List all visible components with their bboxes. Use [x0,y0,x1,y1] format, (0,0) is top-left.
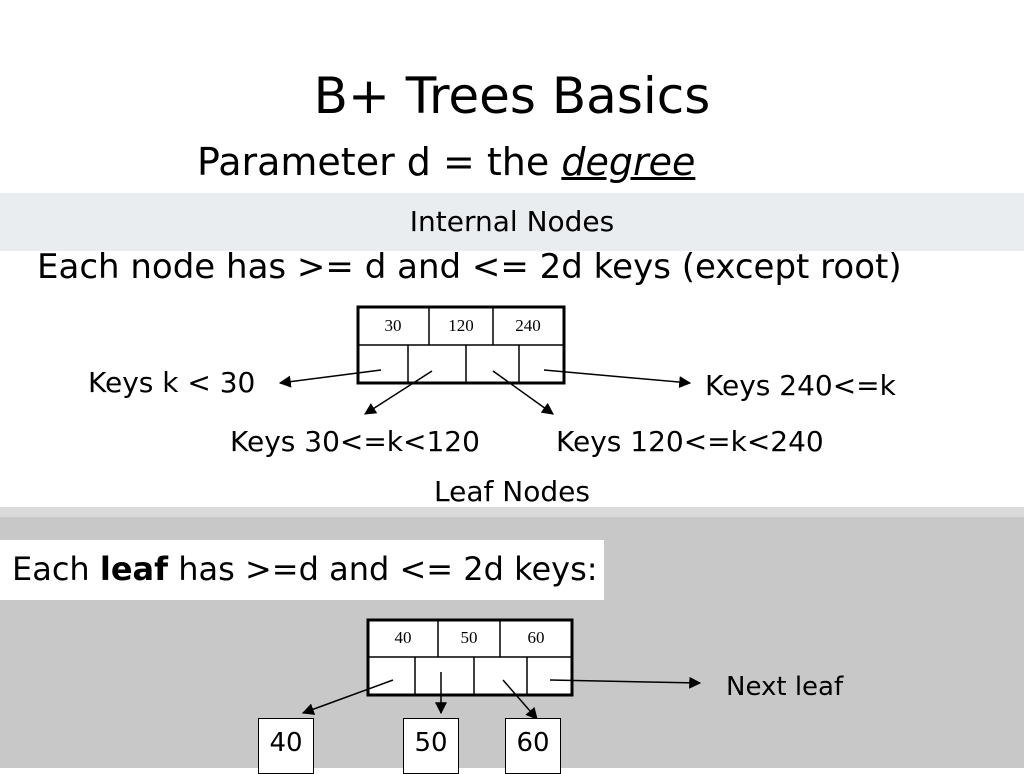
range-label-left: Keys k < 30 [88,366,256,399]
internal-nodes-band [0,193,1024,251]
pointer-arrow [278,369,382,388]
record-box: 40 [258,718,314,774]
record-box: 50 [403,718,459,774]
degree-term: degree [561,140,696,184]
internal-node-rule: Each node has >= d and <= 2d keys (excep… [37,247,902,287]
leaf-rule-suffix: has >=d and <= 2d keys: [168,550,598,588]
leaf-key: 50 [461,628,478,647]
pointer-arrow [543,369,692,389]
internal-key: 120 [448,316,474,335]
internal-node: 30 120 240 [356,305,566,385]
internal-nodes-label: Internal Nodes [409,205,615,238]
leaf-rule-callout [0,540,604,600]
range-label-right: Keys 240<=k [705,369,896,402]
leaf-nodes-label: Leaf Nodes [434,475,590,508]
leaf-key: 60 [528,628,545,647]
leaf-rule-term: leaf [99,550,169,588]
slide-title: B+ Trees Basics [313,67,711,125]
degree-definition-prefix: Parameter d = the [197,140,562,184]
internal-key: 30 [385,316,402,335]
pointer-arrow [363,370,433,415]
record-pointer-arrow [301,679,394,715]
range-label-mid-left: Keys 30<=k<120 [230,425,480,458]
record-box: 60 [505,718,561,774]
leaf-section-divider [0,507,1024,517]
next-leaf-arrow [549,676,702,689]
record-pointer-arrow [502,679,538,720]
pointer-arrow [492,370,554,415]
internal-key: 240 [515,316,541,335]
leaf-rule-prefix: Each [12,550,100,588]
degree-definition: Parameter d = the degree [197,138,695,186]
next-leaf-label: Next leaf [726,672,844,702]
leaf-rule: Each leaf has >=d and <= 2d keys: [12,548,598,590]
leaf-key: 40 [395,628,412,647]
leaf-node: 40 50 60 [366,618,574,697]
range-label-mid-right: Keys 120<=k<240 [556,425,824,458]
